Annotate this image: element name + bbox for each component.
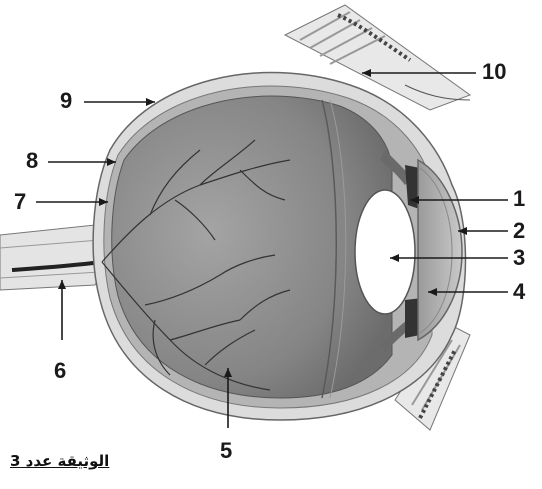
label-5: 5	[220, 440, 232, 462]
label-6: 6	[54, 360, 66, 382]
label-7: 7	[14, 191, 26, 213]
label-8: 8	[26, 150, 38, 172]
document-caption: الوثيقة عدد 3	[10, 452, 109, 470]
label-3: 3	[513, 247, 525, 269]
label-10: 10	[482, 61, 506, 83]
vitreous-body	[112, 96, 392, 398]
label-1: 1	[513, 188, 525, 210]
label-4: 4	[513, 281, 525, 303]
label-2: 2	[513, 220, 525, 242]
label-9: 9	[60, 90, 72, 112]
lens	[355, 190, 415, 314]
